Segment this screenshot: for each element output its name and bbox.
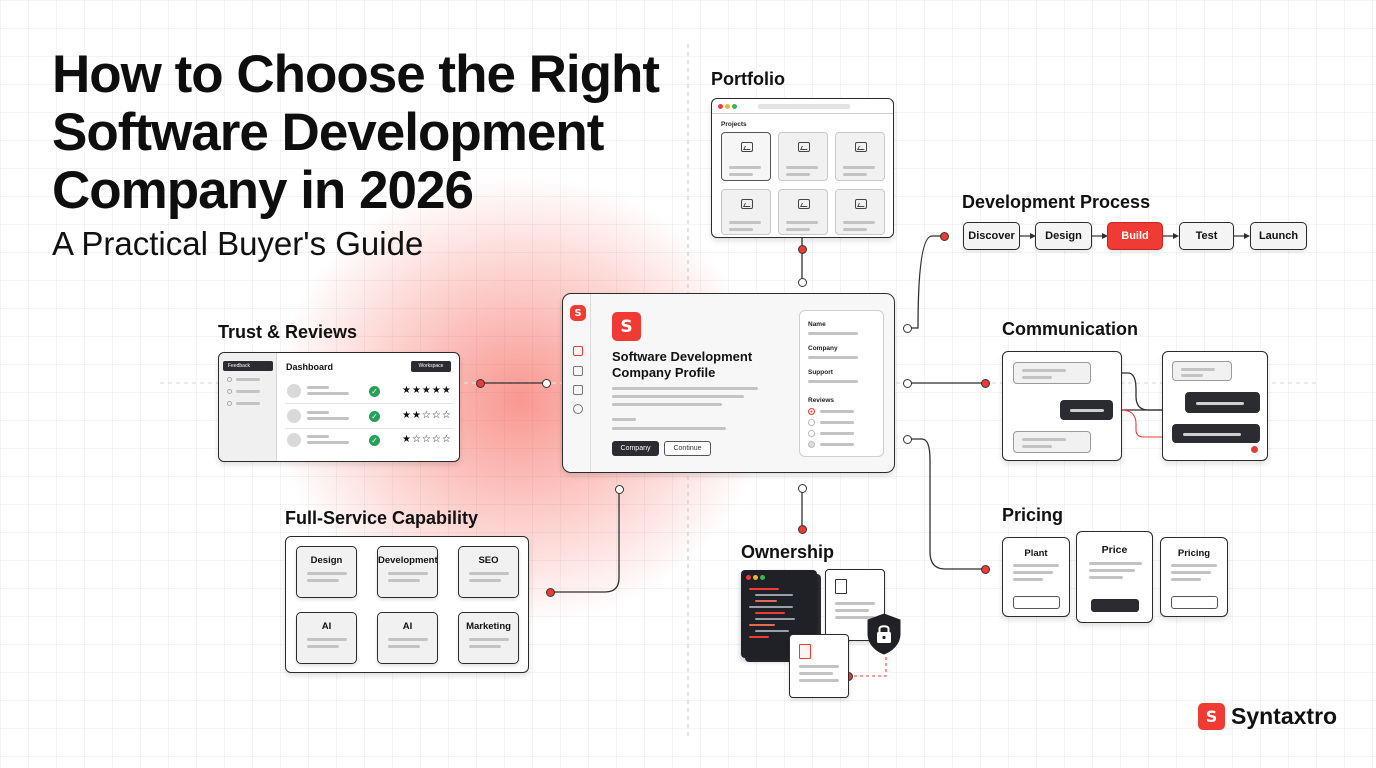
connector-node <box>798 245 807 254</box>
rating-stars: ★☆☆☆☆ <box>402 434 452 445</box>
profile-title: Software Development Company Profile <box>612 349 753 380</box>
document-icon <box>789 634 849 698</box>
pricing-tier-label: Plant <box>1024 548 1048 559</box>
rating-stars: ★★☆☆☆ <box>402 410 452 421</box>
connector-node <box>615 485 624 494</box>
company-button[interactable]: Company <box>612 441 659 456</box>
name-field-label: Name <box>808 321 826 328</box>
connector-node <box>798 484 807 493</box>
settings-icon[interactable] <box>573 404 583 414</box>
pricing-card[interactable]: Plant <box>1002 537 1070 617</box>
sidebar-feedback-badge[interactable]: Feedback <box>223 361 273 371</box>
select-plan-button[interactable] <box>1171 596 1218 609</box>
portfolio-window: Projects <box>711 98 894 238</box>
image-icon <box>741 199 753 209</box>
connector-node <box>903 435 912 444</box>
calendar-icon[interactable] <box>573 385 583 395</box>
page-title: How to Choose the Right Software Develop… <box>52 45 660 220</box>
process-step-test[interactable]: Test <box>1179 222 1234 250</box>
check-icon: ✓ <box>369 411 380 422</box>
connector-node <box>798 525 807 534</box>
review-option-radio[interactable] <box>808 419 815 426</box>
rating-stars: ★★★★★ <box>402 385 452 396</box>
chat-panel-right <box>1162 351 1268 461</box>
profile-form-panel: Name Company Support Reviews <box>799 310 884 457</box>
image-icon <box>741 142 753 152</box>
home-icon[interactable] <box>573 346 583 356</box>
project-tile[interactable] <box>721 189 771 235</box>
connector-node <box>476 379 485 388</box>
brand-name: Syntaxtro <box>1231 703 1338 729</box>
connector-node <box>798 278 807 287</box>
process-step-build[interactable]: Build <box>1107 222 1163 250</box>
brand-logo: S <box>1198 703 1225 730</box>
image-icon <box>798 142 810 152</box>
process-step-design[interactable]: Design <box>1035 222 1092 250</box>
connector-node <box>981 379 990 388</box>
connector-node <box>542 379 551 388</box>
chat-panel-left <box>1002 351 1122 461</box>
services-label: Full-Service Capability <box>285 508 479 528</box>
image-icon <box>855 199 867 209</box>
notification-dot <box>1251 446 1258 453</box>
connector-node <box>903 324 912 333</box>
pricing-card[interactable]: Pricing <box>1160 537 1228 617</box>
support-field-label: Support <box>808 369 833 376</box>
select-plan-button[interactable] <box>1091 599 1139 612</box>
review-option-radio[interactable] <box>808 430 815 437</box>
pricing-card-featured[interactable]: Price <box>1076 531 1153 623</box>
workspace-button[interactable]: Workspace <box>411 361 451 372</box>
process-step-launch[interactable]: Launch <box>1250 222 1307 250</box>
continue-button[interactable]: Continue <box>664 441 711 456</box>
image-icon <box>855 142 867 152</box>
dashboard-title: Dashboard <box>286 362 334 372</box>
project-tile[interactable] <box>835 189 885 235</box>
project-tile[interactable] <box>835 132 885 181</box>
document-icon <box>825 569 885 641</box>
review-option-radio[interactable] <box>808 408 815 415</box>
project-tile[interactable] <box>721 132 771 181</box>
reviews-field-label: Reviews <box>808 397 835 404</box>
project-tile[interactable] <box>778 189 828 235</box>
select-plan-button[interactable] <box>1013 596 1060 609</box>
company-field-label: Company <box>808 345 838 352</box>
bookmark-icon[interactable] <box>573 366 583 376</box>
process-step-discover[interactable]: Discover <box>963 222 1020 250</box>
communication-label: Communication <box>1002 319 1139 339</box>
check-icon: ✓ <box>369 386 380 397</box>
connector-node <box>940 232 949 241</box>
connector-node <box>981 565 990 574</box>
page-subtitle: A Practical Buyer's Guide <box>52 225 424 262</box>
projects-label: Projects <box>721 121 747 128</box>
review-option-radio[interactable] <box>808 441 815 448</box>
company-logo: S <box>612 312 641 341</box>
service-card-ai[interactable]: AI <box>377 612 438 664</box>
service-card-design[interactable]: Design <box>296 546 357 598</box>
connector-node <box>546 588 555 597</box>
service-card-ai[interactable]: AI <box>296 612 357 664</box>
portfolio-label: Portfolio <box>711 69 785 89</box>
check-icon: ✓ <box>369 435 380 446</box>
ownership-label: Ownership <box>741 542 835 562</box>
service-card-marketing[interactable]: Marketing <box>458 612 519 664</box>
service-card-seo[interactable]: SEO <box>458 546 519 598</box>
avatar <box>287 433 301 447</box>
avatar <box>287 409 301 423</box>
pricing-tier-label: Price <box>1101 544 1128 556</box>
project-tile[interactable] <box>778 132 828 181</box>
connector-node <box>903 379 912 388</box>
app-logo: S <box>570 305 586 321</box>
pricing-label: Pricing <box>1002 505 1064 525</box>
avatar <box>287 384 301 398</box>
trust-label: Trust & Reviews <box>218 322 358 342</box>
reviews-dashboard: Feedback Dashboard Workspace ✓ ★★★★★ ✓ ★… <box>218 352 460 462</box>
lock-shield-icon <box>867 613 901 655</box>
process-label: Development Process <box>962 192 1151 212</box>
image-icon <box>798 199 810 209</box>
service-card-development[interactable]: Development <box>377 546 438 598</box>
pricing-tier-label: Pricing <box>1177 548 1211 559</box>
